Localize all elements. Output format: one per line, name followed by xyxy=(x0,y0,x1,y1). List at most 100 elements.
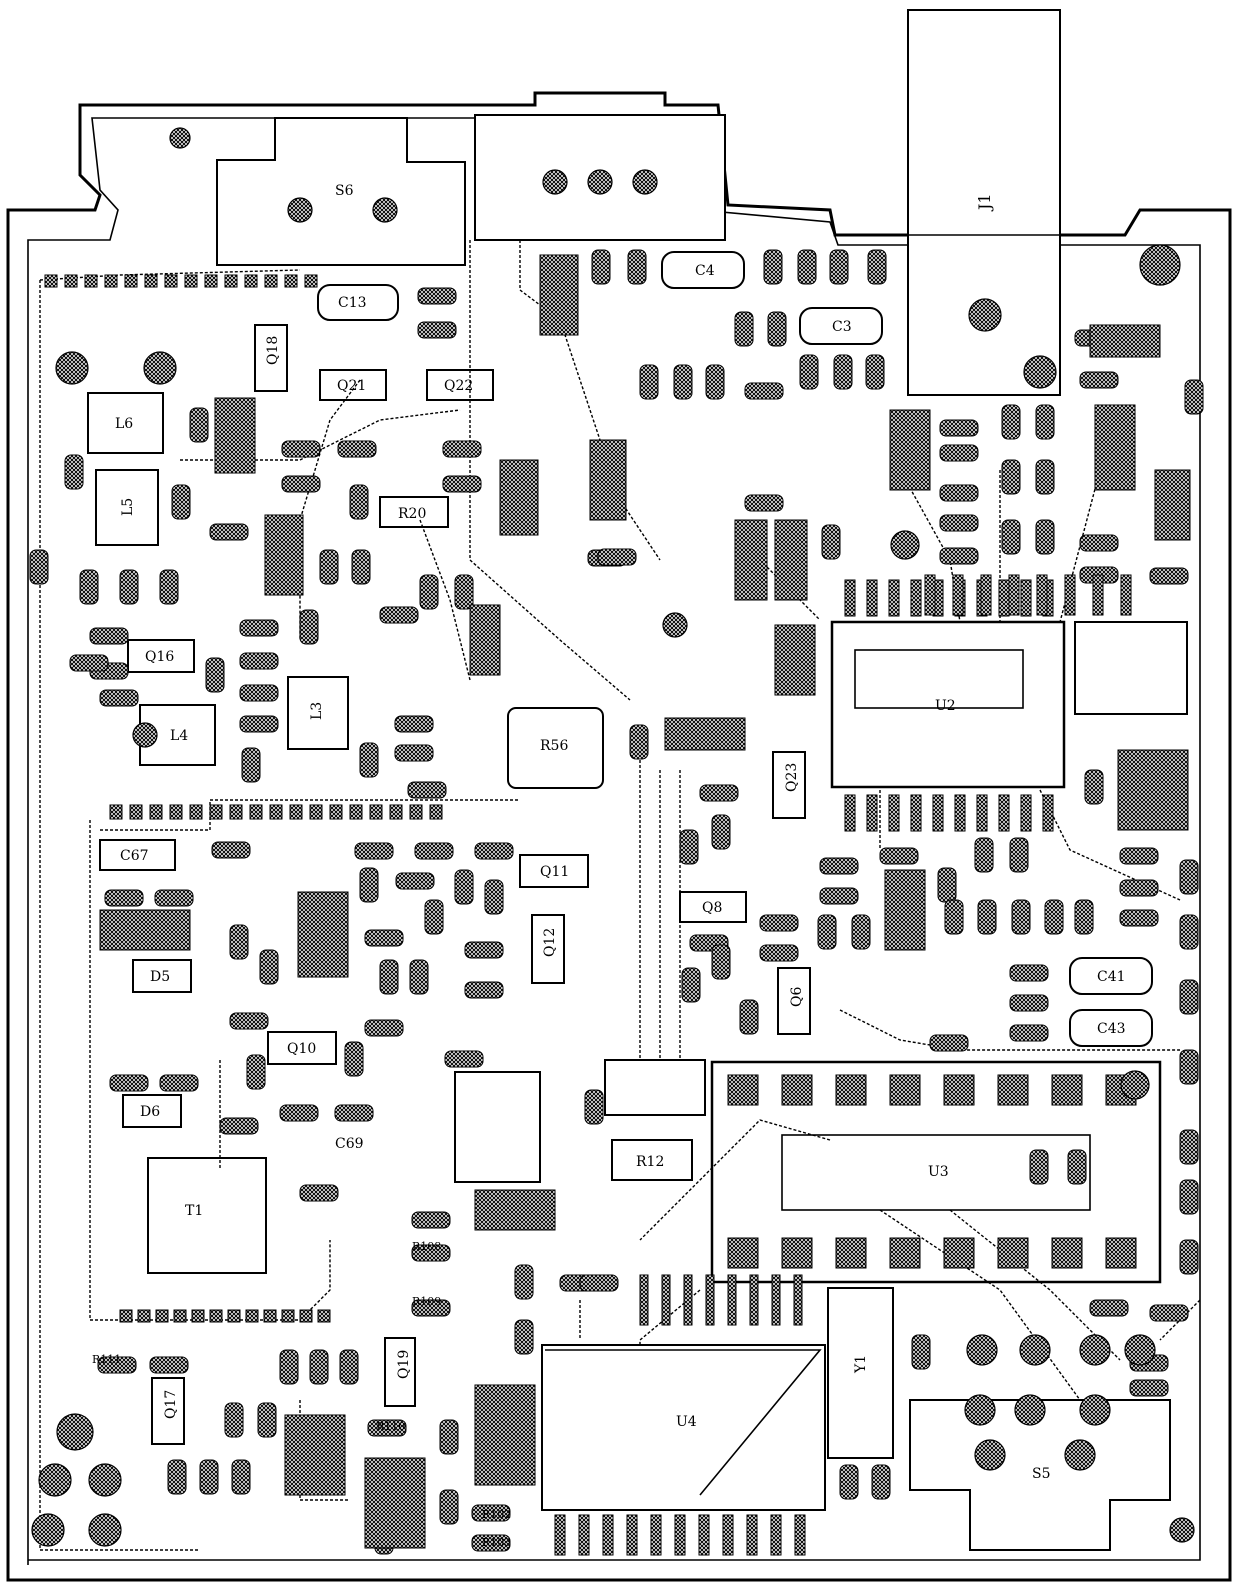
smd-pad xyxy=(1089,1299,1129,1317)
smd-pad xyxy=(1149,567,1189,585)
ic-pin xyxy=(661,1274,671,1326)
label-r12: R12 xyxy=(636,1154,664,1170)
label-r103: R103 xyxy=(482,1536,511,1549)
smd-pad xyxy=(379,959,399,995)
label-l5: L5 xyxy=(120,498,136,516)
board-outline xyxy=(6,91,1232,1582)
smd-pad xyxy=(424,899,444,935)
ic-pin xyxy=(1064,574,1076,616)
ic-pin xyxy=(997,1237,1029,1269)
smd-pad xyxy=(417,287,457,305)
smd-pad xyxy=(629,724,649,760)
ic-pin xyxy=(781,1074,813,1106)
label-q16: Q16 xyxy=(145,649,174,665)
smd-pad xyxy=(1035,459,1055,495)
ic-pin xyxy=(727,1237,759,1269)
label-q10: Q10 xyxy=(287,1041,316,1057)
smd-pad xyxy=(699,784,739,802)
ic-pin xyxy=(722,1514,734,1556)
smd-pad xyxy=(364,929,404,947)
smd-pad xyxy=(851,914,871,950)
ic-pin xyxy=(317,1309,331,1323)
ic-pin xyxy=(943,1074,975,1106)
smd-pad xyxy=(394,744,434,762)
ic-pin xyxy=(674,1514,686,1556)
smd-pad xyxy=(309,1349,329,1385)
ic-pin xyxy=(164,274,178,288)
hole xyxy=(974,1439,1006,1471)
component-footprint xyxy=(664,717,746,751)
hole xyxy=(132,722,158,748)
ic-pin xyxy=(281,1309,295,1323)
hole xyxy=(143,351,177,385)
smd-pad xyxy=(833,354,853,390)
l6-inductor xyxy=(87,392,164,454)
u3-aux-box xyxy=(604,1059,706,1116)
ic-pin xyxy=(943,1237,975,1269)
q10-box xyxy=(267,1031,337,1065)
component-footprint xyxy=(884,869,926,951)
hole xyxy=(890,530,920,560)
ic-pin xyxy=(1008,574,1020,616)
smd-pad xyxy=(231,1459,251,1495)
ic-pin xyxy=(866,579,878,617)
smd-pad xyxy=(64,454,84,490)
smd-pad xyxy=(1179,1239,1199,1275)
smd-pad xyxy=(211,841,251,859)
ic-pin xyxy=(369,804,383,820)
ic-pin xyxy=(191,1309,205,1323)
smd-pad xyxy=(939,444,979,462)
ic-pin xyxy=(289,804,303,820)
hole xyxy=(88,1463,122,1497)
smd-pad xyxy=(974,837,994,873)
label-r102: R102 xyxy=(482,1508,511,1521)
smd-pad xyxy=(339,1349,359,1385)
smd-pad xyxy=(257,1402,277,1438)
smd-pad xyxy=(734,311,754,347)
u3-inner xyxy=(781,1134,1091,1211)
smd-pad xyxy=(767,311,787,347)
ic-pin xyxy=(137,1309,151,1323)
smd-pad xyxy=(344,1041,364,1077)
ic-pin xyxy=(639,1274,649,1326)
smd-pad xyxy=(1035,404,1055,440)
hole xyxy=(55,351,89,385)
smd-pad xyxy=(417,321,457,339)
ic-pin xyxy=(1036,574,1048,616)
smd-pad xyxy=(839,1464,859,1500)
smd-pad xyxy=(1009,1024,1049,1042)
ic-pin xyxy=(224,274,238,288)
smd-pad xyxy=(299,609,319,645)
label-q21: Q21 xyxy=(337,378,366,394)
label-d6: D6 xyxy=(140,1104,160,1120)
smd-pad xyxy=(759,944,799,962)
smd-pad xyxy=(239,619,279,637)
ic-pin xyxy=(409,804,423,820)
label-d5: D5 xyxy=(150,969,170,985)
component-footprint xyxy=(1117,749,1189,831)
ic-pin xyxy=(309,804,323,820)
hole xyxy=(587,169,613,195)
smd-pad xyxy=(471,1504,511,1522)
ic-pin xyxy=(952,574,964,616)
smd-pad xyxy=(29,549,49,585)
smd-pad xyxy=(1129,1379,1169,1397)
component-footprint xyxy=(284,1414,346,1496)
component-footprint xyxy=(474,1384,536,1486)
q16-box xyxy=(127,639,195,673)
label-q22: Q22 xyxy=(444,378,473,394)
smd-pad xyxy=(411,1299,451,1317)
ic-pin xyxy=(284,274,298,288)
c67-box xyxy=(99,839,176,871)
pad-field xyxy=(29,249,1204,1556)
component-footprint xyxy=(474,1189,556,1231)
ic-pin xyxy=(204,274,218,288)
smd-pad xyxy=(929,1034,969,1052)
ic-pin xyxy=(976,794,988,832)
ic-pin xyxy=(705,1274,715,1326)
ic-pin xyxy=(781,1237,813,1269)
label-c41: C41 xyxy=(1097,969,1126,985)
smd-pad xyxy=(879,847,919,865)
hole xyxy=(1124,1334,1156,1366)
